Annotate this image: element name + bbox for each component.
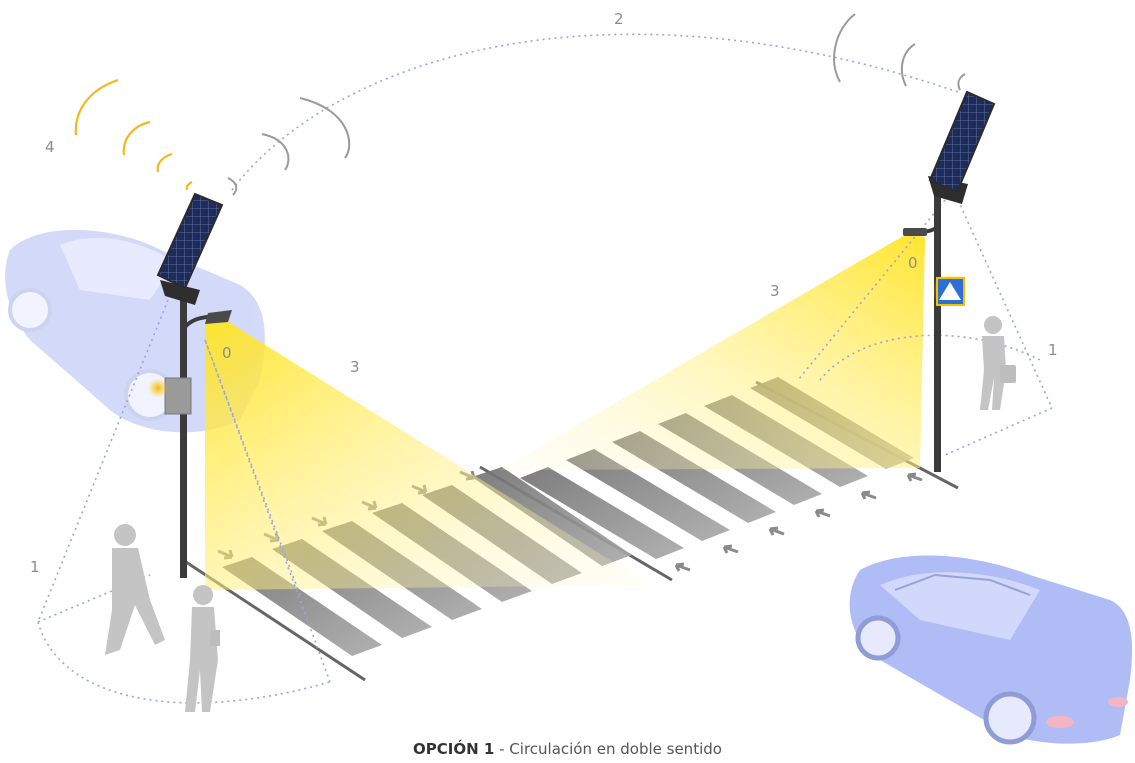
label-radio-link: 2 bbox=[614, 10, 624, 28]
solar-panel-right bbox=[930, 92, 994, 192]
label-light-cone-right: 3 bbox=[770, 282, 780, 300]
caption-title: OPCIÓN 1 bbox=[413, 740, 494, 758]
label-lamp-left: 0 bbox=[222, 344, 232, 362]
radio-link bbox=[232, 34, 958, 190]
label-lamp-right: 0 bbox=[908, 254, 918, 272]
pedestrian-right bbox=[980, 316, 1016, 410]
caption-separator: - bbox=[494, 740, 509, 758]
label-sensor-left: 1 bbox=[30, 558, 40, 576]
caption-subtitle: Circulación en doble sentido bbox=[509, 740, 722, 758]
radio-arcs bbox=[228, 14, 965, 195]
label-warning-signal: 4 bbox=[45, 138, 55, 156]
label-sensor-right: 1 bbox=[1048, 341, 1058, 359]
warning-signal-arcs bbox=[76, 80, 192, 190]
car-right bbox=[850, 555, 1132, 743]
label-light-cone-left: 3 bbox=[350, 358, 360, 376]
pedestrian-group-left bbox=[105, 524, 220, 712]
figure-caption: OPCIÓN 1 - Circulación en doble sentido bbox=[0, 740, 1135, 758]
light-cone-right bbox=[500, 232, 925, 470]
